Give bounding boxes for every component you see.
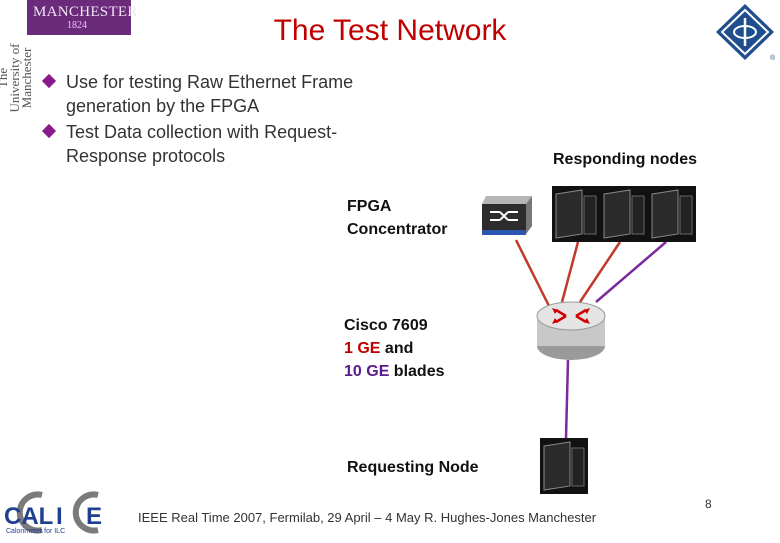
calice-sub: Calorimeter for ILC — [6, 528, 66, 535]
bullet-item: Test Data collection with Request-Respon… — [40, 120, 400, 168]
fpga-label-line1: FPGA — [347, 198, 392, 215]
ieee-logo-icon: ® — [716, 4, 776, 62]
fpga-label-line2: Concentrator — [347, 221, 448, 238]
cisco-label: Cisco 7609 1 GE and 10 GE blades — [344, 314, 445, 383]
university-logo-year: 1824 — [67, 20, 87, 31]
svg-text:CAL: CAL — [4, 503, 53, 530]
calice-logo: CAL I E Calorimeter for ILC — [2, 490, 102, 538]
svg-text:®: ® — [770, 54, 776, 62]
bullet-text: Test Data collection with Request-Respon… — [66, 122, 338, 166]
svg-text:I: I — [56, 503, 63, 530]
bullet-text: Use for testing Raw Ethernet Frame gener… — [66, 72, 354, 116]
svg-text:E: E — [86, 503, 102, 530]
switch-icon — [482, 196, 532, 235]
cisco-label-line2: 1 GE and — [344, 337, 445, 360]
cisco-10ge-text: 10 GE — [344, 363, 390, 380]
bullet-item: Use for testing Raw Ethernet Frame gener… — [40, 70, 400, 118]
server-icon — [600, 186, 648, 242]
cisco-label-line3: 10 GE blades — [344, 360, 445, 383]
router-icon — [536, 301, 606, 360]
cisco-blades-text: blades — [389, 363, 445, 380]
server-icon — [552, 186, 600, 242]
link-fpga-router — [514, 239, 554, 313]
link-router-node1 — [560, 241, 580, 303]
link-router-requester — [564, 359, 570, 439]
cisco-label-line1: Cisco 7609 — [344, 317, 428, 334]
cisco-and-text: and — [380, 340, 414, 357]
university-logo-name: MANCHESTER — [33, 4, 138, 20]
page-number: 8 — [705, 497, 712, 511]
page-title: The Test Network — [273, 14, 507, 47]
bullet-list: Use for testing Raw Ethernet Frame gener… — [40, 70, 400, 170]
cisco-1ge-text: 1 GE — [344, 340, 381, 357]
link-router-node3 — [595, 241, 667, 303]
link-router-node2 — [578, 241, 622, 303]
server-icon — [540, 438, 588, 494]
university-logo: MANCHESTER 1824 — [27, 0, 137, 35]
server-icon — [648, 186, 696, 242]
footer-text: IEEE Real Time 2007, Fermilab, 29 April … — [138, 510, 597, 525]
requesting-node-label: Requesting Node — [347, 459, 479, 476]
fpga-label: FPGA Concentrator — [347, 195, 447, 241]
calice-logo-icon: CAL I E — [4, 491, 102, 534]
responding-nodes-label: Responding nodes — [553, 151, 697, 168]
